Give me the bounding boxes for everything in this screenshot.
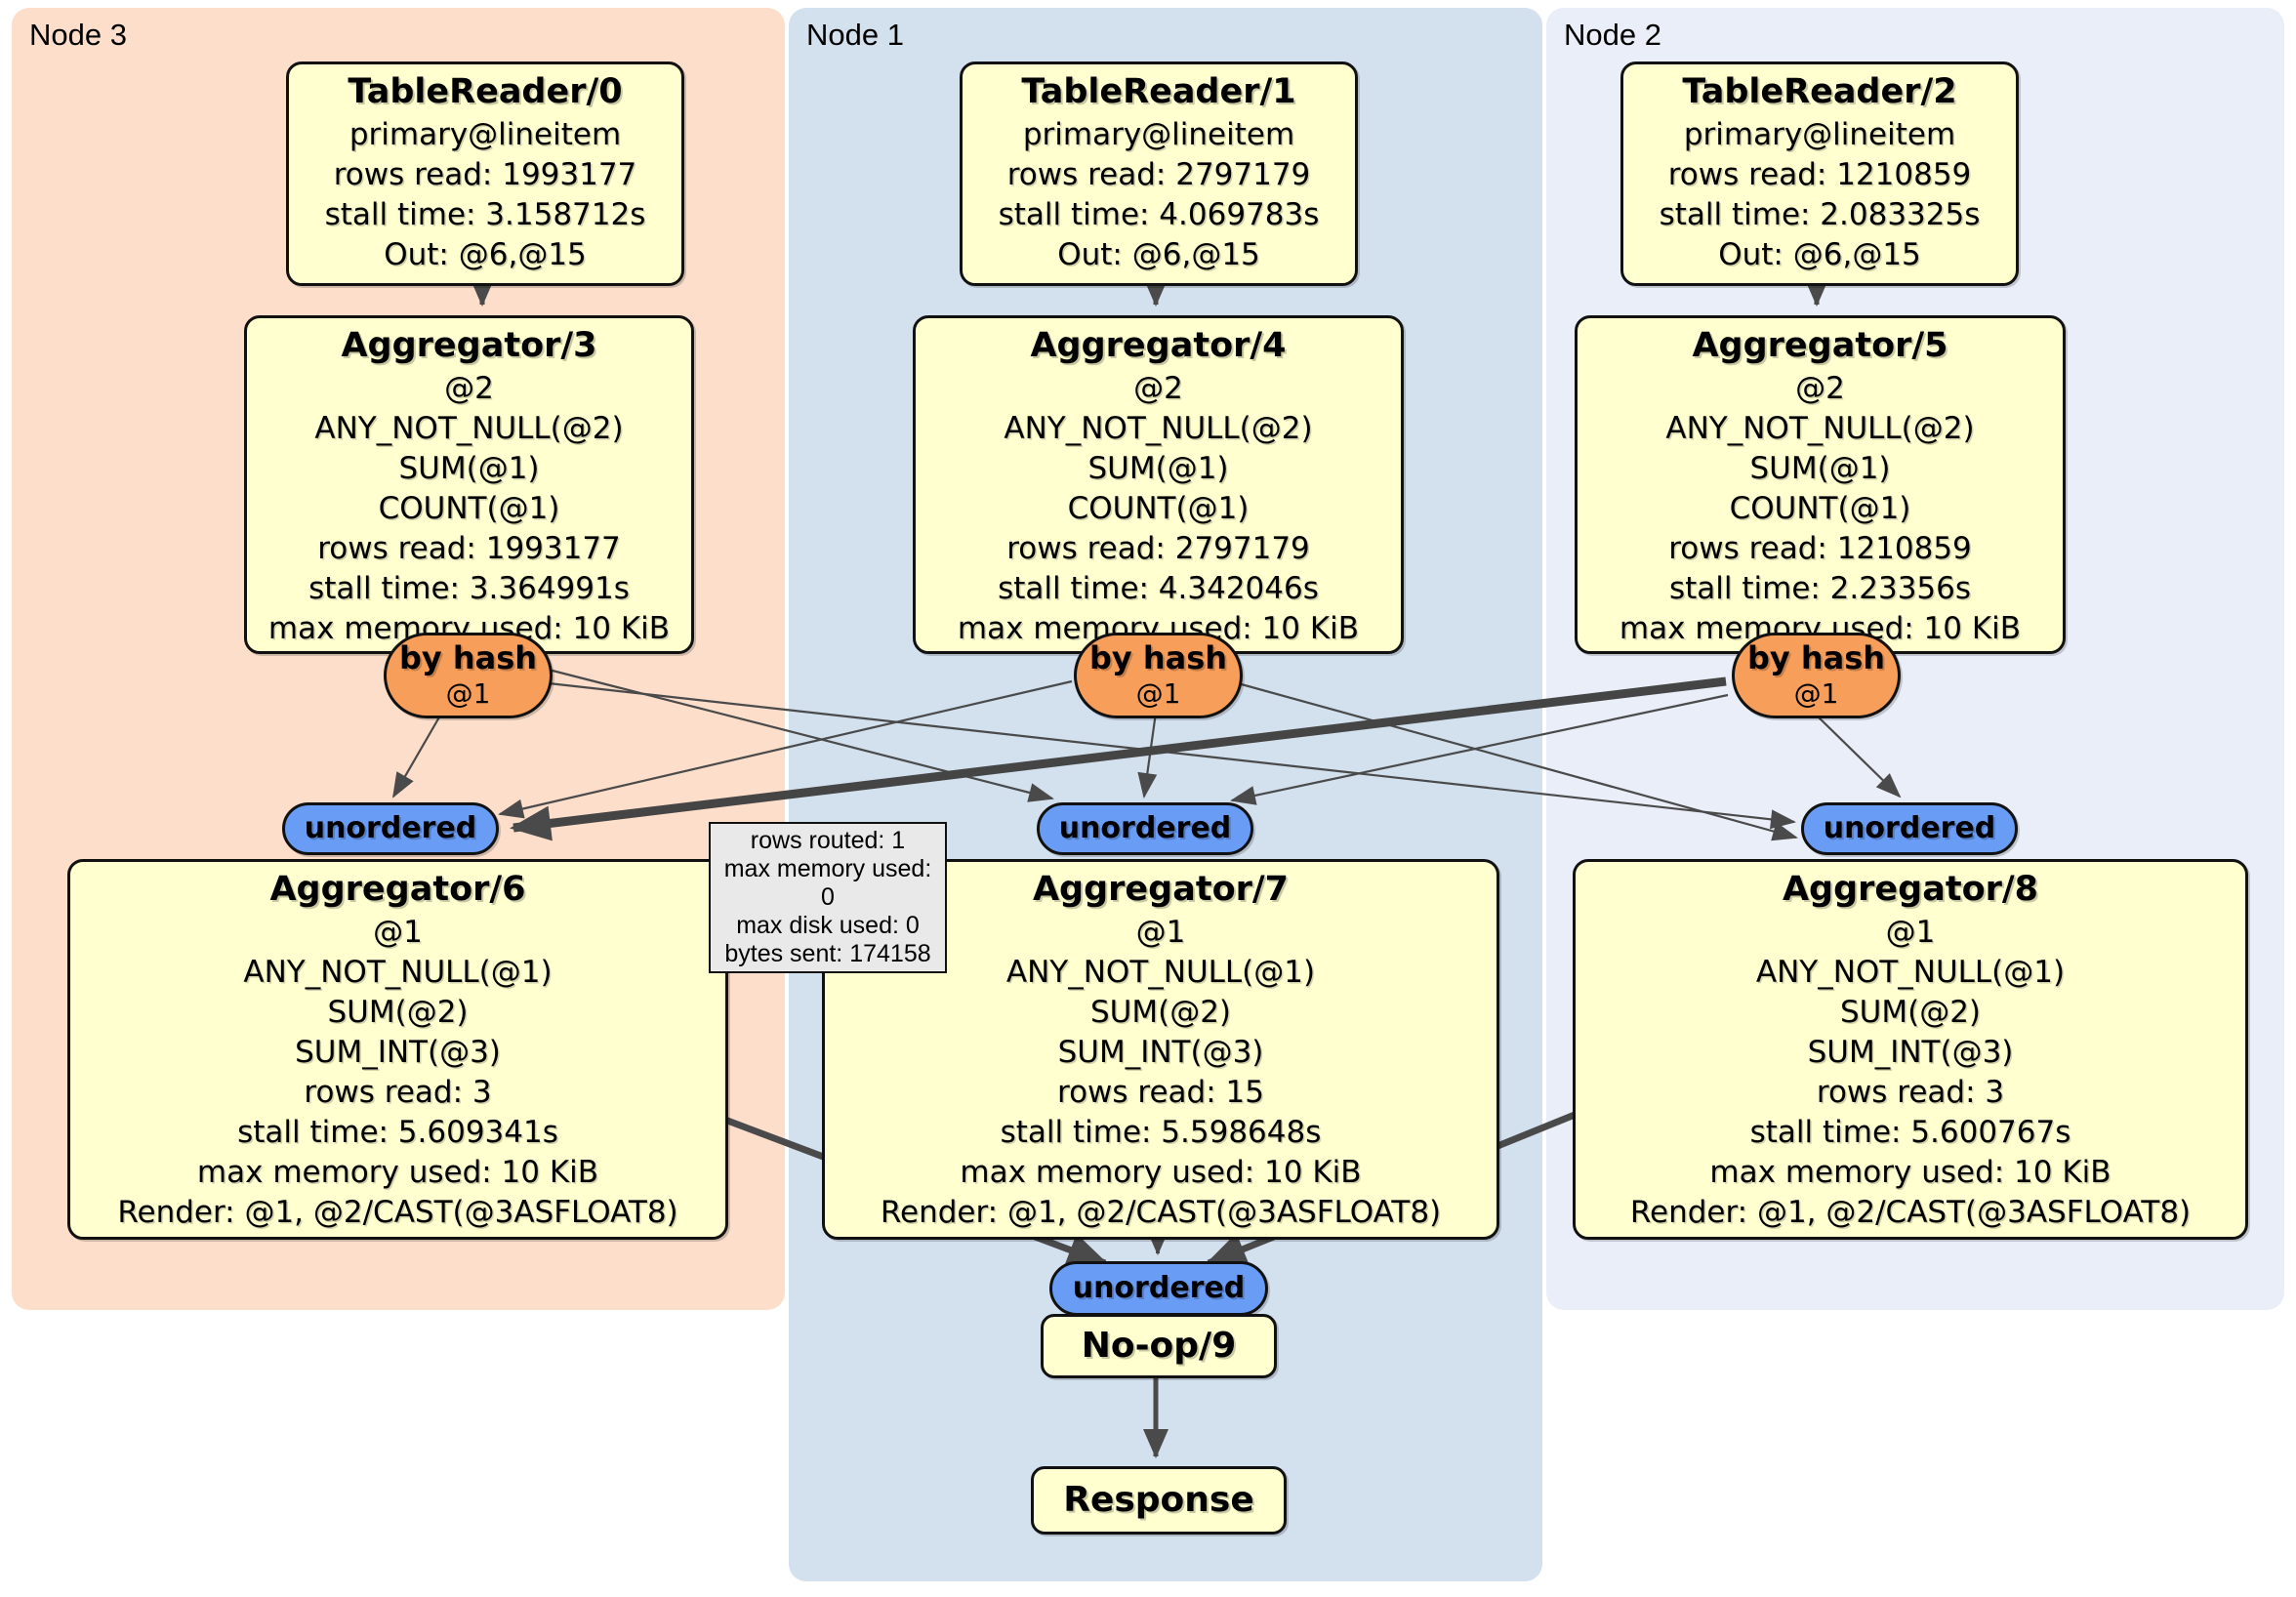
tablereader-1-box: TableReader/1 primary@lineitem rows read… [960, 61, 1358, 286]
aggregator-4-box: Aggregator/4 @2 ANY_NOT_NULL(@2) SUM(@1)… [913, 315, 1404, 654]
aggregator-3-box: Aggregator/3 @2 ANY_NOT_NULL(@2) SUM(@1)… [244, 315, 694, 654]
sync-unordered-bottom: unordered [1049, 1261, 1268, 1316]
box-title: TableReader/2 [1682, 72, 1957, 111]
box-title: Aggregator/7 [1032, 870, 1290, 909]
node3-label: Node 3 [29, 18, 127, 52]
box-title: Aggregator/5 [1692, 326, 1948, 365]
edge-r2-sync-right [1813, 712, 1902, 798]
response-box: Response [1031, 1466, 1287, 1535]
aggregator-8-box: Aggregator/8 @1 ANY_NOT_NULL(@1) SUM(@2)… [1573, 859, 2248, 1240]
edge-r1-sync-right [1237, 681, 1798, 841]
edge-r2-sync-center [1230, 693, 1729, 805]
edge-r3-sync-left [391, 708, 445, 798]
node1-label: Node 1 [806, 18, 904, 52]
sync-unordered-node2: unordered [1801, 802, 2018, 855]
router-by-hash-node2: by hash @1 [1732, 633, 1901, 718]
aggregator-5-box: Aggregator/5 @2 ANY_NOT_NULL(@2) SUM(@1)… [1575, 315, 2066, 654]
aggregator-6-box: Aggregator/6 @1 ANY_NOT_NULL(@1) SUM(@2)… [67, 859, 728, 1240]
noop-9-box: No-op/9 [1041, 1314, 1277, 1378]
sync-unordered-node1: unordered [1037, 802, 1253, 855]
edge-r2-sync-left-highlighted[interactable] [510, 676, 1727, 841]
box-title: TableReader/1 [1021, 72, 1296, 111]
node2-label: Node 2 [1564, 18, 1661, 52]
sync-unordered-node3: unordered [282, 802, 499, 855]
box-title: Aggregator/8 [1782, 870, 2039, 909]
router-by-hash-node3: by hash @1 [384, 633, 553, 718]
edge-r3-sync-center [548, 668, 1054, 802]
box-title: Aggregator/6 [269, 870, 526, 909]
tablereader-0-box: TableReader/0 primary@lineitem rows read… [286, 61, 684, 286]
box-title: Aggregator/4 [1030, 326, 1287, 365]
edge-r1-sync-left [498, 679, 1073, 819]
edge-stats-tooltip: rows routed: 1 max memory used: 0 max di… [709, 822, 947, 973]
router-by-hash-node1: by hash @1 [1074, 633, 1243, 718]
tablereader-2-box: TableReader/2 primary@lineitem rows read… [1620, 61, 2019, 286]
box-title: Aggregator/3 [341, 326, 597, 365]
box-title: TableReader/0 [348, 72, 623, 111]
